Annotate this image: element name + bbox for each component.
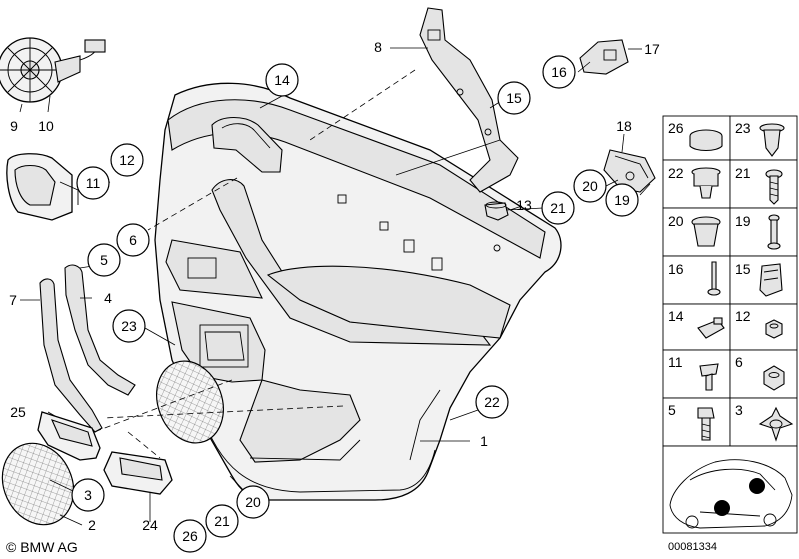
loudspeaker-cover-2 bbox=[1, 442, 75, 526]
callout-21-lower-text: 21 bbox=[214, 513, 230, 529]
grid-cell bbox=[729, 159, 798, 209]
holder-18 bbox=[603, 149, 656, 193]
plug-26-icon bbox=[689, 129, 723, 152]
callout-3: 3 bbox=[71, 478, 105, 512]
callout-15-text: 15 bbox=[506, 90, 522, 106]
callout-19-text: 19 bbox=[614, 192, 630, 208]
trim-strip-4 bbox=[64, 264, 136, 396]
callout-14: 14 bbox=[265, 63, 299, 97]
callout-21-upper: 21 bbox=[541, 191, 575, 225]
grid-label: 22 bbox=[668, 165, 684, 181]
callout-26-text: 26 bbox=[182, 528, 198, 544]
grid-label: 6 bbox=[735, 354, 743, 370]
label-7: 7 bbox=[9, 292, 17, 308]
label-8: 8 bbox=[374, 39, 382, 55]
callout-20-lower: 20 bbox=[236, 485, 270, 519]
callout-3-text: 3 bbox=[84, 487, 92, 503]
callout-22: 22 bbox=[475, 385, 509, 419]
loudspeaker-9-10 bbox=[0, 37, 106, 103]
callout-20-upper-text: 20 bbox=[582, 178, 598, 194]
door-handle-11 bbox=[6, 153, 79, 221]
callout-15: 15 bbox=[497, 81, 531, 115]
callout-14-text: 14 bbox=[274, 72, 290, 88]
copyright-text: © BMW AG bbox=[6, 539, 78, 555]
callout-12-text: 12 bbox=[119, 152, 135, 168]
grid-label: 15 bbox=[735, 261, 751, 277]
expanding-rivet-23-icon bbox=[759, 123, 785, 157]
clip-20-icon bbox=[691, 216, 721, 247]
label-18: 18 bbox=[616, 118, 632, 134]
callout-22-text: 22 bbox=[484, 394, 500, 410]
nut-12-icon bbox=[765, 319, 783, 339]
clip-13 bbox=[484, 201, 509, 221]
assembly-lines bbox=[93, 69, 416, 459]
parts-grid: 26 23 22 21 20 19 16 15 14 12 11 6 5 3 bbox=[662, 115, 798, 534]
label-25: 25 bbox=[10, 404, 26, 420]
callout-6-text: 6 bbox=[129, 232, 137, 248]
pin-16-icon bbox=[707, 261, 721, 296]
storage-tray-24 bbox=[103, 451, 173, 495]
grid-label: 26 bbox=[668, 120, 684, 136]
grid-label: 19 bbox=[735, 213, 751, 229]
grid-label: 11 bbox=[668, 354, 683, 370]
grid-label: 5 bbox=[668, 402, 676, 418]
car-location-icon bbox=[669, 459, 793, 529]
push-clip-22-icon bbox=[691, 167, 721, 199]
clip-17 bbox=[579, 39, 629, 75]
grid-cell bbox=[662, 115, 731, 161]
callout-11-text: 11 bbox=[86, 175, 101, 191]
callout-6: 6 bbox=[116, 223, 150, 257]
callout-5-text: 5 bbox=[100, 252, 108, 268]
grid-label: 3 bbox=[735, 402, 743, 418]
bracket-8 bbox=[419, 7, 519, 193]
grid-label: 12 bbox=[735, 308, 751, 324]
loudspeaker-cover-23 bbox=[156, 360, 224, 444]
bolt-11-icon bbox=[699, 363, 719, 391]
connector-15-icon bbox=[759, 263, 783, 297]
label-4: 4 bbox=[104, 290, 112, 306]
trim-strip-7 bbox=[39, 278, 103, 433]
callout-11: 11 bbox=[76, 166, 110, 200]
callout-5: 5 bbox=[87, 243, 121, 277]
grid-label: 16 bbox=[668, 261, 684, 277]
callout-21-upper-text: 21 bbox=[550, 200, 566, 216]
grid-label: 20 bbox=[668, 213, 684, 229]
callout-16-text: 16 bbox=[551, 64, 567, 80]
label-24: 24 bbox=[142, 517, 158, 533]
nut-6-icon bbox=[763, 365, 785, 391]
callout-20-lower-text: 20 bbox=[245, 494, 261, 510]
callout-23-text: 23 bbox=[121, 318, 137, 334]
callout-16: 16 bbox=[542, 55, 576, 89]
callout-26: 26 bbox=[173, 519, 207, 553]
diagram-number: 00081334 bbox=[668, 541, 717, 553]
grid-cell bbox=[729, 115, 798, 161]
grid-label: 14 bbox=[668, 308, 684, 324]
storage-tray-25 bbox=[37, 411, 101, 461]
bolt-19-icon bbox=[767, 214, 781, 250]
clip-14-icon bbox=[697, 317, 725, 339]
callout-23: 23 bbox=[112, 309, 146, 343]
label-9: 9 bbox=[10, 118, 18, 134]
grid-cell bbox=[729, 303, 798, 351]
label-17: 17 bbox=[644, 41, 660, 57]
label-2: 2 bbox=[88, 517, 96, 533]
screw-21-icon bbox=[765, 169, 783, 205]
label-1: 1 bbox=[480, 433, 488, 449]
grid-cell bbox=[729, 207, 798, 257]
star-clip-3-icon bbox=[758, 406, 794, 442]
bolt-5-icon bbox=[697, 407, 715, 441]
callout-20-upper: 20 bbox=[573, 169, 607, 203]
car-location-cell bbox=[662, 445, 798, 534]
grid-label: 23 bbox=[735, 120, 751, 136]
grid-label: 21 bbox=[735, 165, 751, 181]
callout-12: 12 bbox=[110, 143, 144, 177]
callout-21-lower: 21 bbox=[205, 504, 239, 538]
door-trim-panel bbox=[154, 82, 562, 501]
label-13: 13 bbox=[516, 197, 532, 213]
callout-19: 19 bbox=[605, 183, 639, 217]
label-10: 10 bbox=[38, 118, 54, 134]
